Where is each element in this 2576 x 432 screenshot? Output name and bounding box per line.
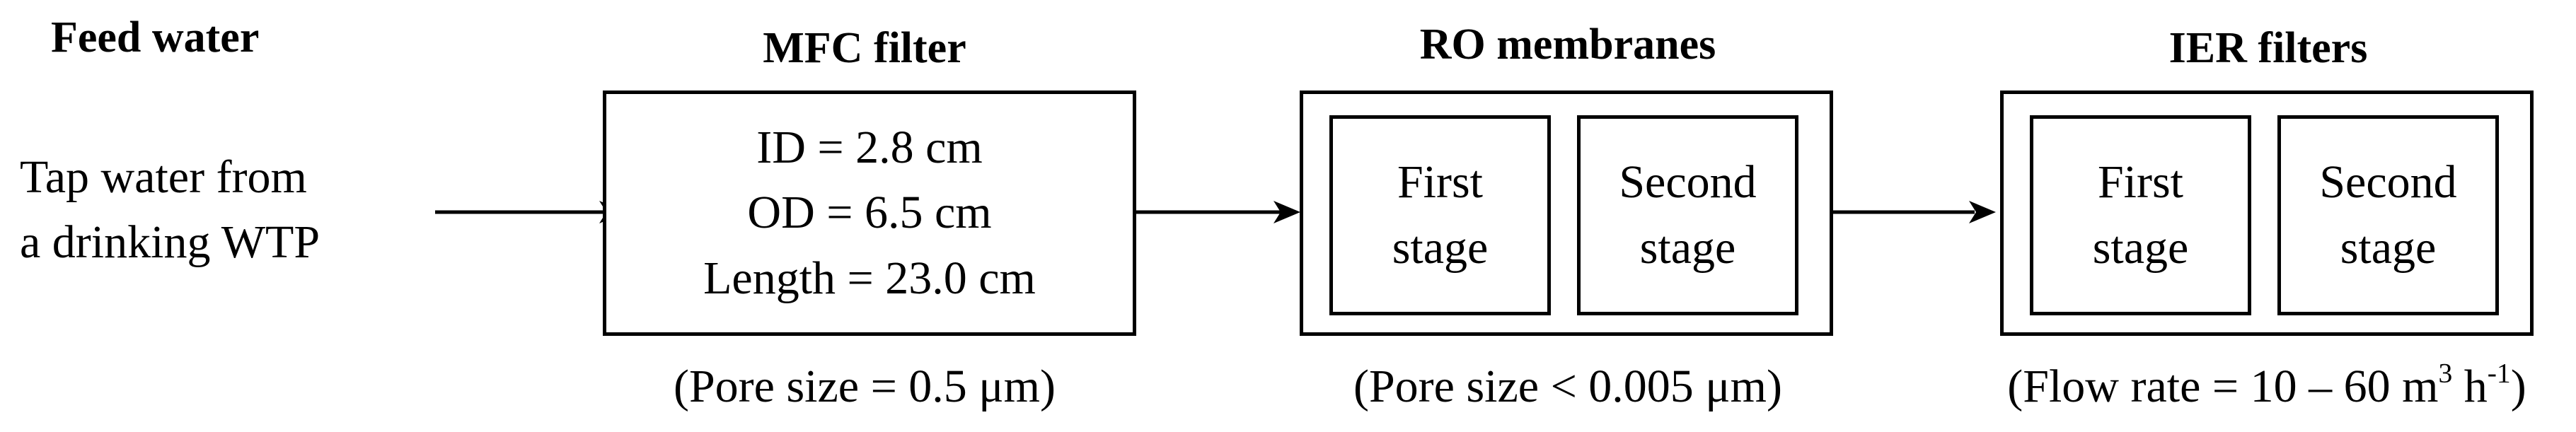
mfc-filter-specs: ID = 2.8 cm OD = 6.5 cm Length = 23.0 cm [606, 94, 1133, 332]
mfc-length: Length = 23.0 cm [703, 252, 1036, 304]
ro-first-stage-line-2: stage [1392, 221, 1489, 274]
ier-first-stage-line-2: stage [2092, 221, 2189, 274]
ier-second-stage-line-1: Second [2319, 156, 2457, 209]
ro-pore-size-caption: (Pore size < 0.005 μm) [1353, 361, 1782, 412]
ier-second-stage-line-2: stage [2340, 221, 2437, 274]
arrow-ro-to-ier [1833, 201, 1996, 223]
mfc-pore-size-caption: (Pore size = 0.5 μm) [674, 361, 1056, 412]
ro-second-stage-line-1: Second [1619, 156, 1757, 209]
ier-flow-rate-caption: (Flow rate = 10 – 60 m3 h-1) [2007, 358, 2526, 412]
mfc-filter-box: ID = 2.8 cm OD = 6.5 cm Length = 23.0 cm [603, 91, 1136, 336]
feed-water-line-1: Tap water from [20, 151, 307, 203]
ro-second-stage-line-2: stage [1639, 221, 1736, 274]
ier-caption-main: (Flow rate = 10 – 60 m [2007, 361, 2439, 412]
ro-second-stage-box: Second stage [1577, 115, 1798, 315]
mfc-inner-diameter: ID = 2.8 cm [756, 121, 983, 173]
ier-caption-sup-1: 3 [2438, 357, 2453, 389]
ier-filters-title: IER filters [2168, 24, 2368, 72]
ro-first-stage-box: First stage [1329, 115, 1551, 315]
ier-caption-end: ) [2510, 361, 2526, 412]
ier-first-stage-box: First stage [2030, 115, 2251, 315]
mfc-outer-diameter: OD = 6.5 cm [747, 187, 992, 239]
arrow-mfc-to-ro [1136, 201, 1300, 223]
feed-water-line-2: a drinking WTP [20, 216, 320, 268]
ro-membranes-title: RO membranes [1419, 21, 1716, 69]
mfc-filter-title: MFC filter [763, 24, 966, 72]
ier-caption-sup-2: -1 [2487, 357, 2511, 389]
ro-first-stage-line-1: First [1397, 156, 1484, 209]
feed-water-title: Feed water [51, 13, 260, 62]
ier-filters-box: First stage Second stage [2000, 91, 2534, 336]
ier-first-stage-line-1: First [2097, 156, 2184, 209]
ro-membranes-box: First stage Second stage [1300, 91, 1833, 336]
arrow-feed-to-mfc [435, 201, 626, 223]
ier-second-stage-box: Second stage [2277, 115, 2499, 315]
ier-caption-mid: h [2452, 361, 2488, 412]
